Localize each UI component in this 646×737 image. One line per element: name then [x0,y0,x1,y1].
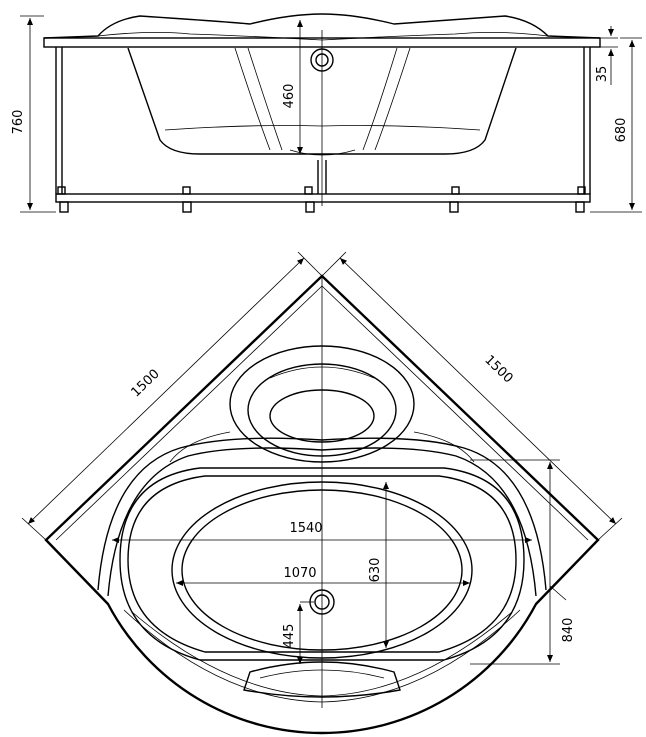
side-view-frame [55,47,591,203]
dim-drain-offset: 445 [282,624,297,649]
side-view: 760 460 35 680 [11,13,642,213]
dim-panel-height: 680 [614,118,629,143]
top-view: 1500 1500 1540 1070 630 445 840 [21,251,623,735]
side-view-feet [59,201,585,213]
dim-outer-width: 1540 [289,521,322,536]
dim-total-height: 760 [11,110,26,135]
dim-rim-thickness: 35 [595,66,610,83]
dim-side-right: 1500 [481,353,515,387]
side-view-rim [43,13,601,39]
dim-inner-length: 1070 [283,566,316,581]
top-view-outline [44,274,600,735]
side-view-basin [127,47,517,155]
dim-inner-width: 630 [368,558,383,583]
dim-depth-extent: 840 [561,618,576,643]
dim-inner-depth: 460 [282,84,297,109]
dim-side-left: 1500 [128,367,162,401]
